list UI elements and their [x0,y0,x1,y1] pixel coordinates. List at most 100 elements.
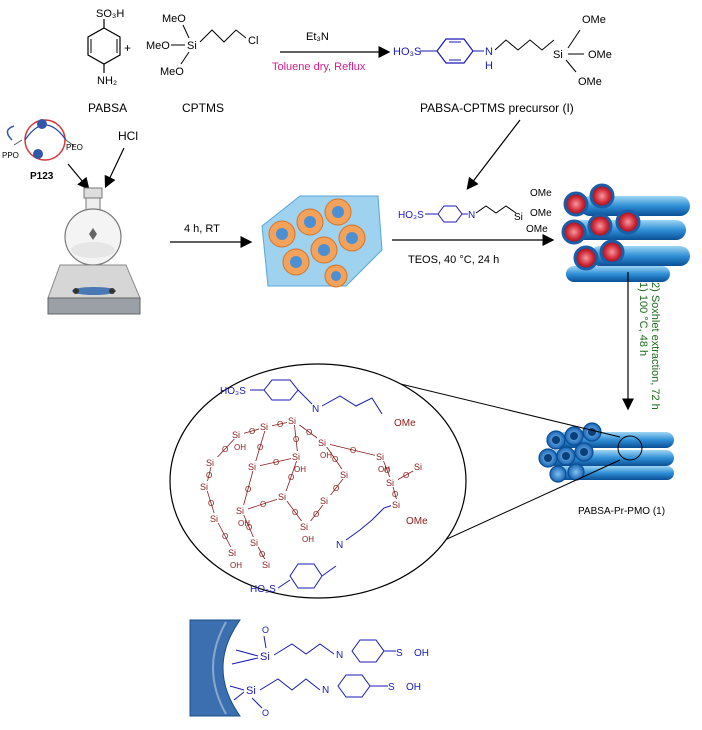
network-n-top: N [312,404,319,415]
network-o-atom: O [332,455,338,464]
network-o-atom: O [384,466,390,475]
network-o-atom: O [403,471,409,480]
mid-si: Si [514,212,523,223]
cptms-structure: MeO MeO MeO Si Cl CPTMS [146,13,258,115]
network-o-atom: O [273,458,279,467]
network-oh-group: OH [238,519,250,528]
step3-arrow: HO₃S N Si OMe OMe OMe TEOS, 40 °C, 24 h [392,188,555,266]
network-o-atom: O [293,435,299,444]
network-o-atom: O [222,532,228,541]
precursor-arrow [466,119,521,190]
step4-line2: 2) Soxhlet extraction, 72 h [649,282,661,410]
surface-si-1: Si [260,651,270,663]
network-o-atom: O [245,485,251,494]
precursor-structure: HO₃S N H Si OMe OMe OMe PABSA-CPTMS prec… [393,14,612,115]
network-oh-group: OH [294,465,306,474]
step1-conditions: Toluene dry, Reflux [272,61,366,73]
ppo-label: PPO [2,151,19,160]
network-si-atom: Si [340,470,348,480]
network-o-atom: O [206,471,212,480]
step4-line1: 1) 100 °C, 48 h [637,282,649,356]
surface-s-2: S [388,682,395,693]
cptms-meo-top: MeO [162,13,186,25]
step2-arrow: 4 h, RT [170,223,253,248]
network-o-atom: O [392,490,398,499]
network-oh-group: OH [302,535,314,544]
pabsa-structure: SO₃H NH₂ + PABSA [87,8,131,115]
tube-bundle-product: PABSA-Pr-PMO (1) [538,422,674,517]
plus-sign: + [124,41,131,55]
step2-conditions: 4 h, RT [184,223,220,235]
surface-oh-2: OH [406,682,421,693]
micelle-assembly [261,195,383,288]
mid-ome-1: OMe [530,188,552,199]
surface-oh-1: OH [414,648,429,659]
cptms-meo-bottom: MeO [160,66,184,78]
network-ho3s-top: HO₃S [220,386,246,397]
network-o-atom: O [259,550,265,559]
network-oh-group: OH [320,451,332,460]
network-si-atom: Si [248,462,256,472]
network-oh-group: OH [234,443,246,452]
hcl-label: HCl [118,129,138,143]
peo-label: PEO [66,143,83,152]
network-si-atom: Si [300,522,308,532]
mid-n: N [468,210,475,221]
precursor-ome-3: OMe [578,76,602,88]
network-si-atom: Si [262,560,270,570]
network-o-atom: O [277,420,283,429]
network-si-atom: Si [206,458,214,468]
network-o-atom: O [350,446,356,455]
precursor-n: N [485,46,493,58]
precursor-si: Si [553,49,563,61]
network-oh-group: OH [230,561,242,570]
precursor-h: H [485,60,493,72]
precursor-ome-2: OMe [588,49,612,61]
network-oh-group: OH [378,465,390,474]
network-o-atom: O [222,445,228,454]
network-si-atom: Si [288,416,296,426]
network-si-atom: Si [320,496,328,506]
surface-n-2: N [322,685,329,696]
network-si-atom: Si [292,452,300,462]
cptms-si: Si [187,40,197,52]
surface-structure: O Si N S OH Si N S OH O [189,619,429,718]
network-o-atom: O [333,484,339,493]
cptms-cl: Cl [248,35,258,47]
step3-conditions: TEOS, 40 °C, 24 h [408,254,499,266]
network-si-atom: Si [386,478,394,488]
network-o-atom: O [257,443,263,452]
precursor-ho3s: HO₃S [393,46,421,58]
p123-label: P123 [30,171,54,182]
network-si-atom: Si [260,422,268,432]
network-o-atom: O [292,508,298,517]
mid-ome-3: OMe [526,224,548,235]
network-si-atom: Si [318,438,326,448]
step1-arrow: Et₃N Toluene dry, Reflux [272,31,391,73]
network-si-atom: Si [392,500,400,510]
flask-on-stirrer [47,187,141,315]
product-label: PABSA-Pr-PMO (1) [578,506,665,517]
network-si-atom: Si [228,548,236,558]
network-n-bottom: N [336,540,343,551]
surface-o-bottom: O [262,708,269,718]
step1-reagent: Et₃N [306,31,329,43]
precursor-label: PABSA-CPTMS precursor (I) [420,101,574,115]
mid-ome-2: OMe [530,208,552,219]
network-si-atom: Si [278,492,286,502]
tube-bundle-templated [561,183,690,282]
network-si-atom: Si [236,506,244,516]
hcl-arrow [104,147,125,189]
network-o-atom: O [208,499,214,508]
surface-o-top: O [262,625,269,635]
network-ome-top: OMe [394,418,416,429]
pabsa-nh2-text: NH₂ [97,75,117,87]
pabsa-label: PABSA [88,101,127,115]
cptms-label: CPTMS [182,101,224,115]
network-o-atom: O [306,428,312,437]
network-si-atom: Si [210,514,218,524]
